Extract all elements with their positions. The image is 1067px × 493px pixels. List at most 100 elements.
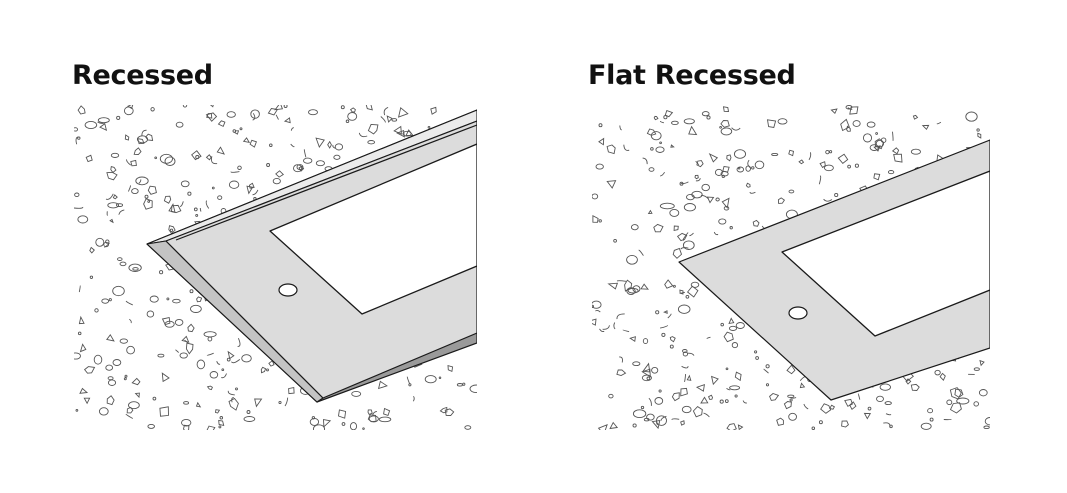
aggregate-speck xyxy=(823,164,834,172)
aggregate-speck xyxy=(315,137,325,148)
aggregate-speck xyxy=(83,366,96,374)
aggregate-speck xyxy=(651,366,659,374)
aggregate-speck xyxy=(706,196,715,204)
aggregate-speck xyxy=(734,371,742,382)
aggregate-speck xyxy=(347,112,358,121)
aggregate-speck xyxy=(211,186,215,190)
aggregate-speck xyxy=(131,188,139,195)
aggregate-speck xyxy=(719,125,722,129)
aggregate-speck xyxy=(129,318,132,324)
aggregate-speck xyxy=(341,422,346,426)
aggregate-speck xyxy=(632,423,637,428)
aggregate-speck xyxy=(275,114,279,120)
aggregate-speck xyxy=(689,232,694,237)
aggregate-speck xyxy=(135,176,149,186)
aggregate-speck xyxy=(692,406,703,418)
aggregate-speck xyxy=(365,105,373,111)
aggregate-speck xyxy=(383,106,389,116)
aggregate-speck xyxy=(910,383,920,391)
aggregate-speck xyxy=(157,353,165,358)
aggregate-speck xyxy=(879,383,891,391)
aggregate-speck xyxy=(939,372,946,381)
aggregate-speck xyxy=(110,166,117,174)
aggregate-speck xyxy=(841,420,849,428)
aggregate-speck xyxy=(152,396,157,401)
aggregate-speck xyxy=(105,193,114,200)
aggregate-speck xyxy=(231,396,234,403)
recessed-panel: Recessed xyxy=(0,0,533,493)
aggregate-speck xyxy=(75,136,79,145)
aggregate-speck xyxy=(430,106,437,115)
aggregate-speck xyxy=(116,115,121,120)
aggregate-speck xyxy=(405,129,414,136)
aggregate-speck xyxy=(683,118,695,125)
aggregate-speck xyxy=(93,354,103,365)
aggregate-speck xyxy=(278,400,282,405)
aggregate-speck xyxy=(242,137,251,144)
aggregate-speck xyxy=(722,165,730,173)
aggregate-speck xyxy=(892,131,894,141)
aggregate-speck xyxy=(372,410,377,416)
aggregate-speck xyxy=(965,111,978,122)
aggregate-speck xyxy=(720,127,733,136)
aggregate-speck xyxy=(393,125,402,135)
aggregate-speck xyxy=(599,328,605,333)
aggregate-speck xyxy=(695,160,700,166)
aggregate-speck xyxy=(658,389,662,393)
aggregate-speck xyxy=(660,415,667,421)
aggregate-speck xyxy=(905,378,912,385)
aggregate-speck xyxy=(246,410,251,414)
aggregate-speck xyxy=(175,121,184,128)
aggregate-speck xyxy=(734,394,738,398)
aggregate-speck xyxy=(659,141,662,145)
aggregate-speck xyxy=(876,395,884,403)
aggregate-speck xyxy=(185,342,194,355)
aggregate-speck xyxy=(676,232,688,242)
aggregate-speck xyxy=(205,112,218,122)
aggregate-speck xyxy=(235,387,238,391)
aggregate-speck xyxy=(191,150,202,161)
aggregate-speck xyxy=(391,118,398,122)
aggregate-speck xyxy=(629,336,636,342)
aggregate-speck xyxy=(146,310,155,318)
aggregate-speck xyxy=(884,401,892,406)
aggregate-speck xyxy=(196,296,203,303)
aggregate-speck xyxy=(214,409,221,414)
aggregate-speck xyxy=(205,154,212,161)
aggregate-speck xyxy=(598,137,605,146)
aggregate-speck xyxy=(683,203,696,212)
aggregate-speck xyxy=(131,377,141,386)
aggregate-speck xyxy=(138,179,142,184)
aggregate-speck xyxy=(642,362,651,373)
aggregate-speck xyxy=(684,374,687,383)
aggregate-speck xyxy=(673,225,679,231)
aggregate-speck xyxy=(669,344,674,349)
aggregate-speck xyxy=(209,105,214,108)
aggregate-speck xyxy=(646,413,655,421)
aggregate-speck xyxy=(219,416,224,420)
aggregate-speck xyxy=(125,300,133,306)
aggregate-speck xyxy=(334,143,344,151)
aggregate-speck xyxy=(592,300,602,309)
aggregate-speck xyxy=(103,241,110,248)
aggregate-speck xyxy=(889,424,893,429)
aggregate-speck xyxy=(777,197,786,204)
aggregate-speck xyxy=(323,419,332,428)
aggregate-speck xyxy=(260,366,267,374)
aggregate-speck xyxy=(267,108,279,116)
aggregate-speck xyxy=(386,115,393,123)
aggregate-speck xyxy=(875,139,885,148)
aggregate-speck xyxy=(154,156,158,160)
aggregate-speck xyxy=(686,193,695,201)
aggregate-speck xyxy=(718,218,727,225)
aggregate-speck xyxy=(669,336,676,343)
aggregate-speck xyxy=(632,361,641,367)
aggregate-speck xyxy=(695,384,705,392)
aggregate-speck xyxy=(660,325,669,329)
aggregate-speck xyxy=(128,263,142,272)
aggregate-speck xyxy=(682,232,689,241)
aggregate-speck xyxy=(920,422,932,430)
aggregate-speck xyxy=(936,121,942,125)
aggregate-speck xyxy=(719,399,724,404)
aggregate-speck xyxy=(311,416,316,420)
